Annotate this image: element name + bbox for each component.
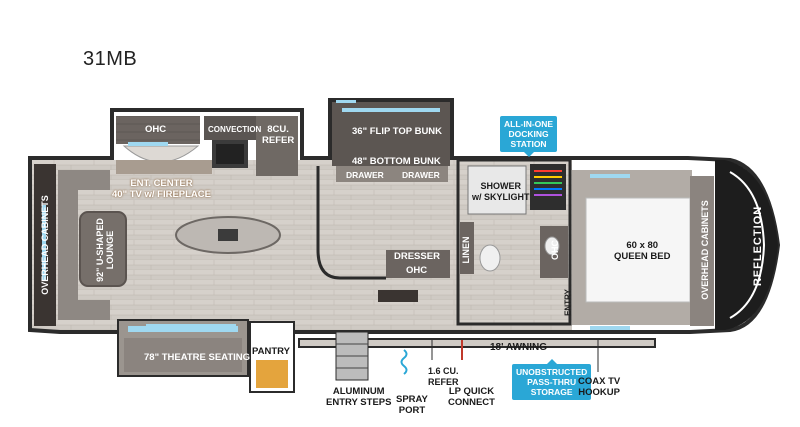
model-title: 31MB xyxy=(83,48,138,70)
label-entry: ENTRY xyxy=(563,289,573,316)
label-shower: SHOWER w/ SKYLIGHT xyxy=(472,181,530,202)
label-coax: COAX TV HOOKUP xyxy=(578,376,621,398)
ohc-top xyxy=(116,116,200,144)
label-pantry: PANTRY xyxy=(252,346,290,357)
tag-pass-thru: UNOBSTRUCTED PASS-THRU STORAGE xyxy=(512,359,592,400)
label-ent-center: ENT. CENTER 40" TV w/ FIREPLACE xyxy=(112,178,211,200)
sink xyxy=(122,145,200,163)
bath-wall xyxy=(456,158,572,326)
tag-docking: ALL-IN-ONE DOCKING STATION xyxy=(500,116,558,157)
label-theatre: 78" THEATRE SEATING xyxy=(144,352,251,363)
dresser xyxy=(386,250,450,278)
label-bed: 60 x 80 QUEEN BED xyxy=(614,240,671,262)
spray-port xyxy=(400,349,408,375)
label-refer: 8CU. REFER xyxy=(262,124,295,146)
label-ohc-mid: OHC xyxy=(406,265,428,276)
label-overhead-left: OVERHEAD CABINETS xyxy=(40,195,50,295)
label-lp: LP QUICK CONNECT xyxy=(448,386,495,408)
brand-name: REFLECTION xyxy=(752,205,764,287)
label-convection: CONVECTION xyxy=(208,125,262,134)
label-flip-bunk: 36" FLIP TOP BUNK xyxy=(352,126,443,137)
linen xyxy=(460,222,474,274)
label-u-lounge: 92" U-SHAPED LOUNGE xyxy=(95,218,115,282)
u-lounge xyxy=(58,170,110,320)
convection xyxy=(204,116,256,140)
label-ohc-bath: OHC xyxy=(550,240,560,260)
shower xyxy=(467,165,527,215)
label-ohc-top: OHC xyxy=(145,124,167,135)
bunk-room xyxy=(332,102,450,166)
label-awning: 18' AWNING xyxy=(490,342,548,353)
label-bottom-bunk: 48" BOTTOM BUNK xyxy=(352,156,441,167)
front-cap xyxy=(715,160,778,330)
label-refer-small: 1.6 CU. REFER xyxy=(428,366,459,387)
label-overhead-right: OVERHEAD CABINETS xyxy=(700,200,710,300)
label-spray: SPRAY PORT xyxy=(396,394,428,416)
label-drawer-left: DRAWER xyxy=(346,170,384,180)
label-steps: ALUMINUM ENTRY STEPS xyxy=(326,386,392,408)
queen-bed xyxy=(585,197,691,303)
label-linen: LINEN xyxy=(461,236,471,264)
refer xyxy=(256,116,298,176)
label-drawer-right: DRAWER xyxy=(402,170,440,180)
bunk-wall xyxy=(316,166,386,280)
toilet xyxy=(479,244,501,272)
label-dresser: DRESSER xyxy=(394,251,440,262)
